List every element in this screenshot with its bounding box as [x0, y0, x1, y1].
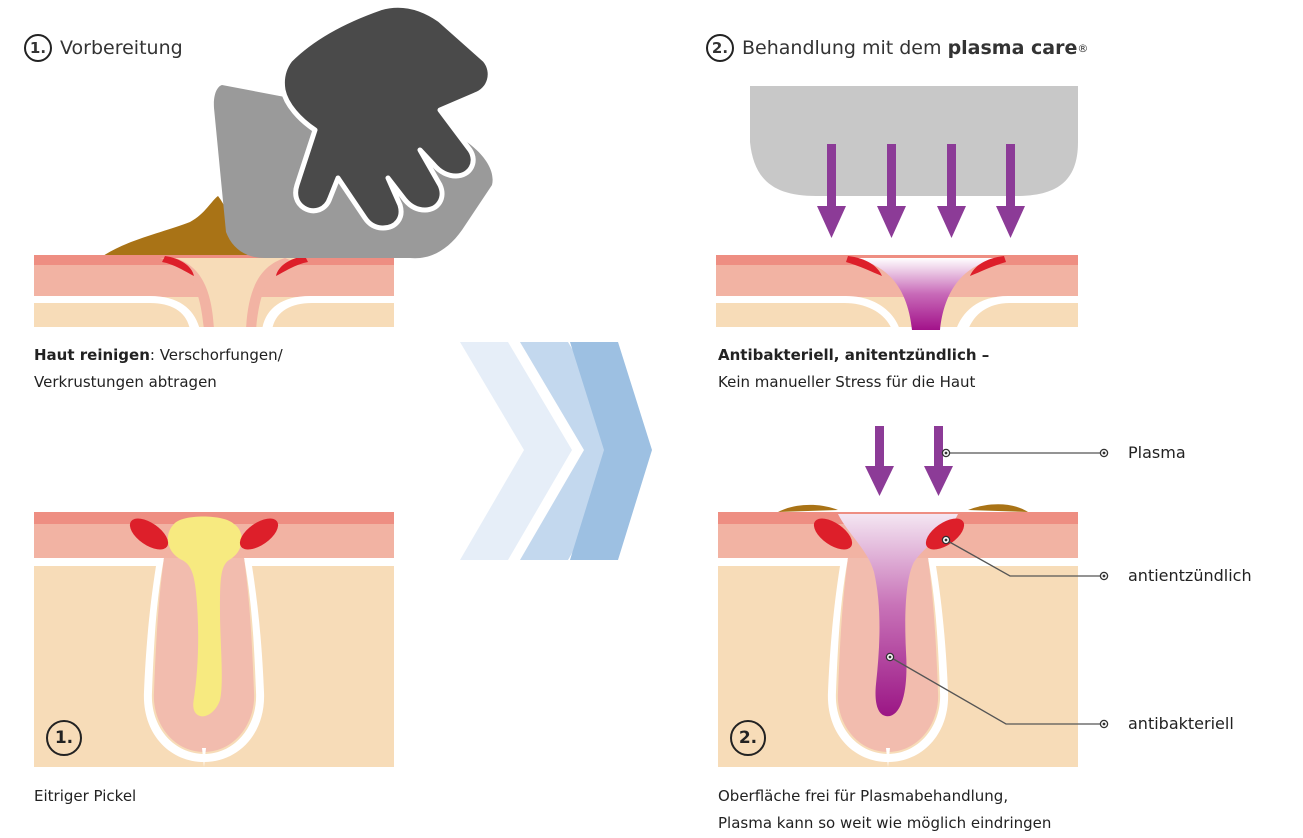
- step2-bottom-badge: 2.: [730, 720, 766, 756]
- callout-dot: [1100, 449, 1107, 456]
- step1-caption-bold: Haut reinigen: [34, 346, 150, 364]
- step2-title-brand: plasma care: [948, 37, 1078, 59]
- step1-cleaning-illustration: [0, 0, 400, 330]
- label-anti-inflammatory: antientzündlich: [1128, 566, 1252, 585]
- pimple-cross-section: [34, 512, 394, 767]
- step2-heading: 2. Behandlung mit dem plasma care ®: [706, 34, 1088, 62]
- step1-caption-rest: : Verschorfungen/: [150, 346, 283, 364]
- plasma-care-device: [750, 86, 1078, 196]
- step2-caption: Antibakteriell, anitentzündlich – Kein m…: [718, 342, 989, 396]
- label-plasma: Plasma: [1128, 443, 1186, 462]
- plasma-arrow-icon: [865, 426, 894, 496]
- step1-caption: Haut reinigen: Verschorfungen/ Verkrustu…: [34, 342, 283, 396]
- step1-bottom-badge: 1.: [46, 720, 82, 756]
- progress-chevrons: [460, 342, 660, 562]
- label-antibacterial: antibakteriell: [1128, 714, 1234, 733]
- step2-caption-line1: Antibakteriell, anitentzündlich –: [718, 346, 989, 364]
- plasma-device-illustration: [716, 72, 1096, 332]
- step1-caption-line2: Verkrustungen abtragen: [34, 369, 283, 396]
- registered-mark: ®: [1077, 42, 1088, 55]
- step2-title-prefix: Behandlung mit dem: [742, 37, 948, 59]
- callout-dot: [1100, 720, 1107, 727]
- step2-bottom-caption-line2: Plasma kann so weit wie möglich eindring…: [718, 810, 1051, 837]
- plasma-arrow-icon: [924, 426, 953, 496]
- step2-number-badge: 2.: [706, 34, 734, 62]
- treated-pimple-cross-section: [718, 422, 1098, 767]
- chevron-dark: [570, 342, 652, 560]
- step2-caption-line2: Kein manueller Stress für die Haut: [718, 369, 989, 396]
- step1-bottom-caption: Eitriger Pickel: [34, 783, 136, 810]
- callout-dot: [1100, 572, 1107, 579]
- step2-bottom-caption-line1: Oberfläche frei für Plasmabehandlung,: [718, 783, 1051, 810]
- step2-bottom-caption: Oberfläche frei für Plasmabehandlung, Pl…: [718, 783, 1051, 837]
- plasma-arrows: [865, 426, 953, 496]
